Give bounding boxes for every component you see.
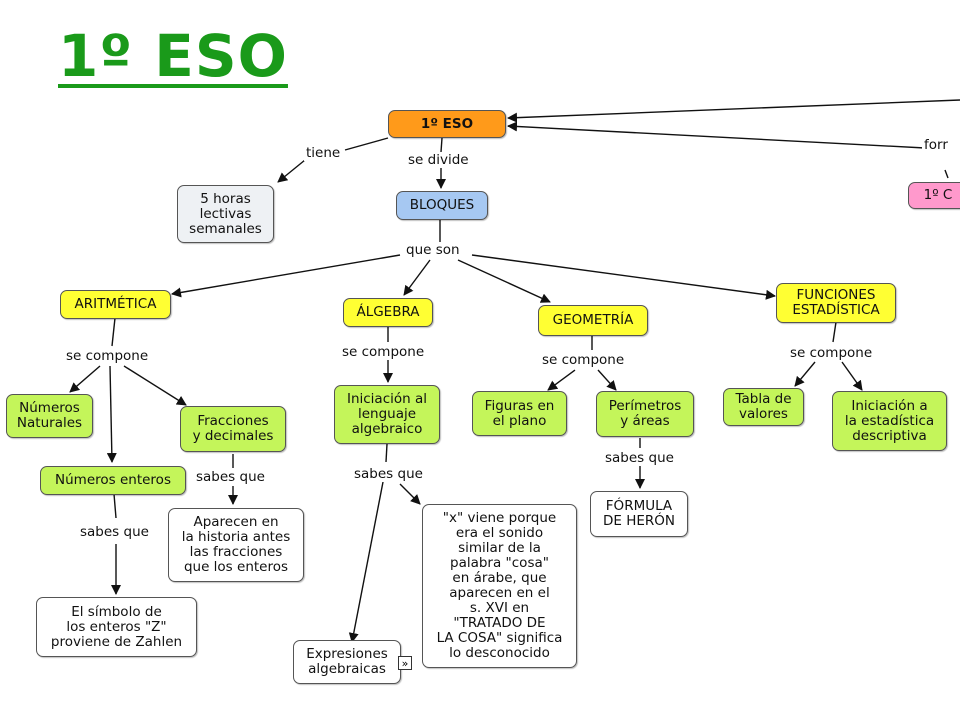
- node-expresiones-algebraicas[interactable]: Expresiones algebraicas: [293, 640, 401, 684]
- node-pink-partial[interactable]: 1º C: [908, 182, 960, 209]
- label-se-compone-aritmetica: se compone: [64, 348, 151, 364]
- label-sabes-que-fracciones: sabes que: [194, 469, 267, 485]
- label-se-compone-geometria: se compone: [540, 352, 627, 368]
- label-que-son: que son: [404, 242, 462, 258]
- node-numeros-naturales[interactable]: Números Naturales: [6, 394, 93, 438]
- node-numeros-enteros[interactable]: Números enteros: [40, 466, 186, 495]
- label-sabes-que-enteros: sabes que: [78, 524, 151, 540]
- label-se-compone-funciones: se compone: [788, 345, 875, 361]
- label-se-compone-algebra: se compone: [340, 344, 427, 360]
- label-se-divide: se divide: [406, 152, 471, 168]
- node-bloques[interactable]: BLOQUES: [396, 191, 488, 220]
- node-zahlen[interactable]: El símbolo de los enteros "Z" proviene d…: [36, 597, 197, 657]
- node-figuras-plano[interactable]: Figuras en el plano: [472, 391, 567, 436]
- node-geometria[interactable]: GEOMETRÍA: [538, 305, 648, 336]
- page-title: 1º ESO: [58, 22, 288, 90]
- node-perimetros-areas[interactable]: Perímetros y áreas: [596, 391, 694, 437]
- double-chevron-right-icon[interactable]: »: [398, 656, 412, 670]
- node-iniciacion-estadistica[interactable]: Iniciación a la estadística descriptiva: [832, 391, 947, 451]
- label-tiene: tiene: [304, 145, 343, 161]
- label-sabes-que-algebra: sabes que: [352, 466, 425, 482]
- label-form-partial: forr: [922, 137, 950, 153]
- node-tabla-valores[interactable]: Tabla de valores: [723, 388, 804, 426]
- node-formula-heron[interactable]: FÓRMULA DE HERÓN: [590, 491, 688, 537]
- node-1-eso[interactable]: 1º ESO: [388, 110, 506, 138]
- node-fracciones-decimales[interactable]: Fracciones y decimales: [180, 406, 286, 452]
- node-5-horas[interactable]: 5 horas lectivas semanales: [177, 185, 274, 243]
- node-historia[interactable]: Aparecen en la historia antes las fracci…: [168, 508, 304, 582]
- node-iniciacion-lenguaje[interactable]: Iniciación al lenguaje algebraico: [334, 385, 440, 444]
- node-aritmetica[interactable]: ARITMÉTICA: [60, 290, 171, 319]
- node-algebra[interactable]: ÁLGEBRA: [343, 298, 433, 327]
- node-funciones-estadistica[interactable]: FUNCIONES ESTADÍSTICA: [776, 283, 896, 323]
- node-x-viene[interactable]: "x" viene porque era el sonido similar d…: [422, 504, 577, 668]
- label-sabes-que-perimetros: sabes que: [603, 450, 676, 466]
